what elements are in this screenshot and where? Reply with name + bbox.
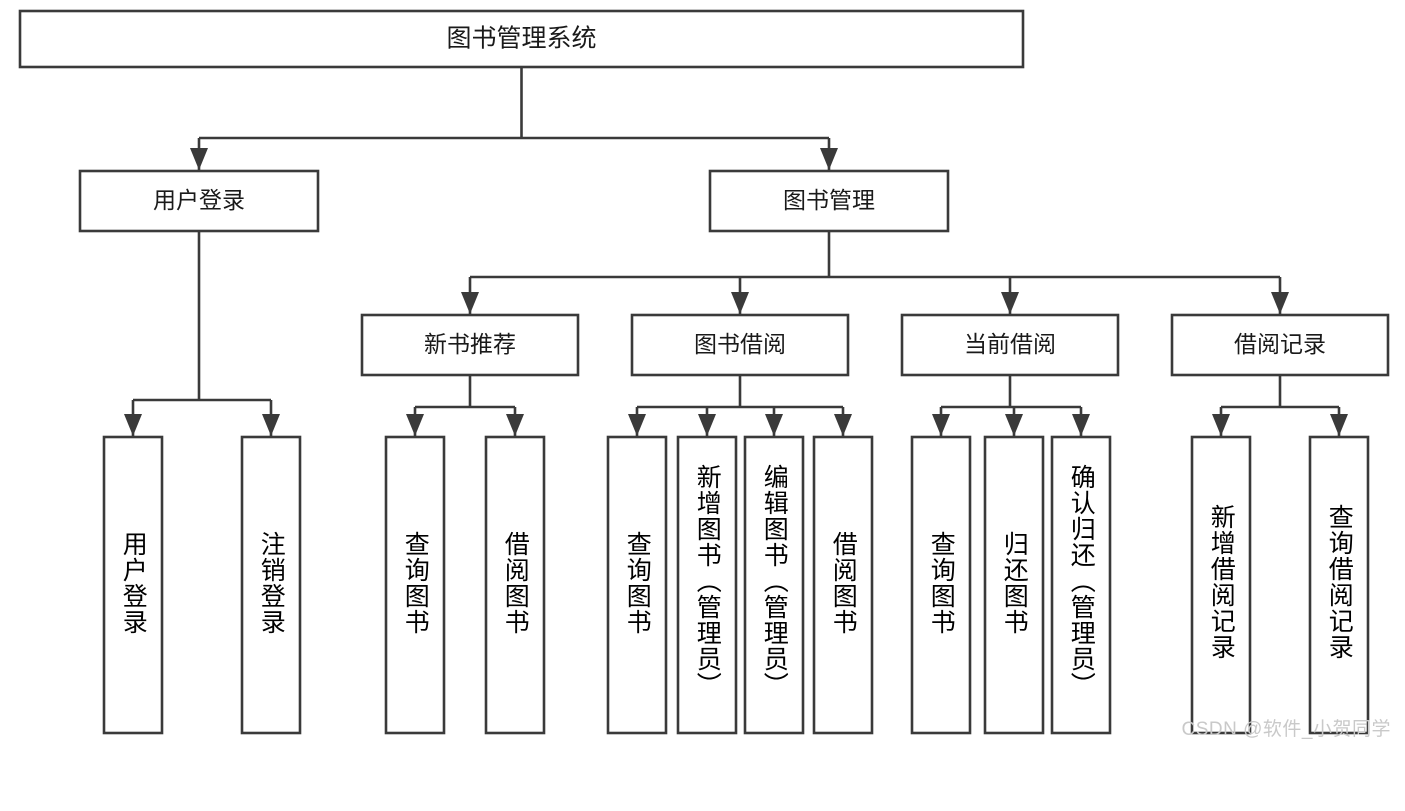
node-leaf-user-login[interactable] [102, 435, 164, 735]
node-label-borrow-record: 借阅记录 [1234, 331, 1326, 357]
node-box-leaf-add-borrow-record[interactable] [1190, 435, 1252, 735]
node-label-current-borrow: 当前借阅 [964, 331, 1056, 357]
arrow-head-icon-leaf-query-book-3 [932, 414, 950, 436]
arrow-head-icon-leaf-query-book-1 [406, 414, 424, 436]
watermark-text: CSDN @软件_小贺同学 [1181, 719, 1391, 740]
node-leaf-confirm-return-admin[interactable] [1050, 435, 1112, 735]
node-leaf-query-book-2[interactable] [606, 435, 668, 735]
arrow-head-icon-current-borrow [1001, 292, 1019, 314]
arrow-head-icon-leaf-user-login [124, 414, 142, 436]
arrow-head-icon-leaf-return-book [1005, 414, 1023, 436]
arrow-head-icon-leaf-add-borrow-record [1212, 414, 1230, 436]
node-box-root[interactable] [18, 9, 1025, 69]
node-book-borrow[interactable]: 图书借阅 [630, 313, 850, 377]
node-box-book-management[interactable] [708, 169, 950, 233]
node-box-leaf-query-book-1[interactable] [384, 435, 446, 735]
node-box-current-borrow[interactable] [900, 313, 1120, 377]
node-root[interactable]: 图书管理系统 [18, 9, 1025, 69]
node-leaf-query-book-3[interactable] [910, 435, 972, 735]
node-leaf-query-book-1[interactable] [384, 435, 446, 735]
node-leaf-borrow-book-2[interactable] [812, 435, 874, 735]
node-label-book-management: 图书管理 [783, 187, 875, 213]
arrow-head-icon-book-management [820, 148, 838, 170]
node-new-book-recommend[interactable]: 新书推荐 [360, 313, 580, 377]
node-leaf-logout-login[interactable] [240, 435, 302, 735]
arrow-head-icon-leaf-logout-login [262, 414, 280, 436]
arrow-head-icon-leaf-add-book-admin [698, 414, 716, 436]
connector-lines-group [124, 67, 1348, 436]
node-user-login[interactable]: 用户登录 [78, 169, 320, 233]
node-leaf-edit-book-admin[interactable] [743, 435, 805, 735]
node-label-root: 图书管理系统 [446, 25, 596, 53]
arrow-head-icon-leaf-query-book-2 [628, 414, 646, 436]
node-book-management[interactable]: 图书管理 [708, 169, 950, 233]
node-box-leaf-query-borrow-record[interactable] [1308, 435, 1370, 735]
node-box-new-book-recommend[interactable] [360, 313, 580, 377]
arrow-head-icon-book-borrow [731, 292, 749, 314]
arrow-head-icon-leaf-borrow-book-2 [834, 414, 852, 436]
node-box-leaf-edit-book-admin[interactable] [743, 435, 805, 735]
node-leaf-add-book-admin[interactable] [676, 435, 738, 735]
arrow-head-icon-leaf-borrow-book-1 [506, 414, 524, 436]
node-leaf-add-borrow-record[interactable] [1190, 435, 1252, 735]
node-box-borrow-record[interactable] [1170, 313, 1390, 377]
node-box-leaf-return-book[interactable] [983, 435, 1045, 735]
node-box-user-login[interactable] [78, 169, 320, 233]
arrow-head-icon-leaf-edit-book-admin [765, 414, 783, 436]
node-box-leaf-add-book-admin[interactable] [676, 435, 738, 735]
node-leaf-return-book[interactable] [983, 435, 1045, 735]
node-borrow-record[interactable]: 借阅记录 [1170, 313, 1390, 377]
hierarchy-diagram-canvas: 图书管理系统用户登录图书管理新书推荐图书借阅当前借阅借阅记录 用户登录注销登录查… [18, 9, 1391, 740]
node-box-leaf-borrow-book-1[interactable] [484, 435, 546, 735]
arrow-head-icon-new-book-recommend [461, 292, 479, 314]
arrow-head-icon-user-login [190, 148, 208, 170]
node-label-book-borrow: 图书借阅 [694, 331, 786, 357]
node-label-new-book-recommend: 新书推荐 [424, 331, 516, 357]
arrow-head-icon-leaf-confirm-return-admin [1072, 414, 1090, 436]
node-box-leaf-query-book-3[interactable] [910, 435, 972, 735]
node-current-borrow[interactable]: 当前借阅 [900, 313, 1120, 377]
node-box-leaf-user-login[interactable] [102, 435, 164, 735]
node-box-book-borrow[interactable] [630, 313, 850, 377]
node-leaf-borrow-book-1[interactable] [484, 435, 546, 735]
node-leaf-query-borrow-record[interactable] [1308, 435, 1370, 735]
node-box-leaf-borrow-book-2[interactable] [812, 435, 874, 735]
arrow-head-icon-borrow-record [1271, 292, 1289, 314]
arrow-head-icon-leaf-query-borrow-record [1330, 414, 1348, 436]
node-box-leaf-query-book-2[interactable] [606, 435, 668, 735]
node-box-leaf-confirm-return-admin[interactable] [1050, 435, 1112, 735]
node-label-user-login: 用户登录 [153, 187, 245, 213]
node-box-leaf-logout-login[interactable] [240, 435, 302, 735]
